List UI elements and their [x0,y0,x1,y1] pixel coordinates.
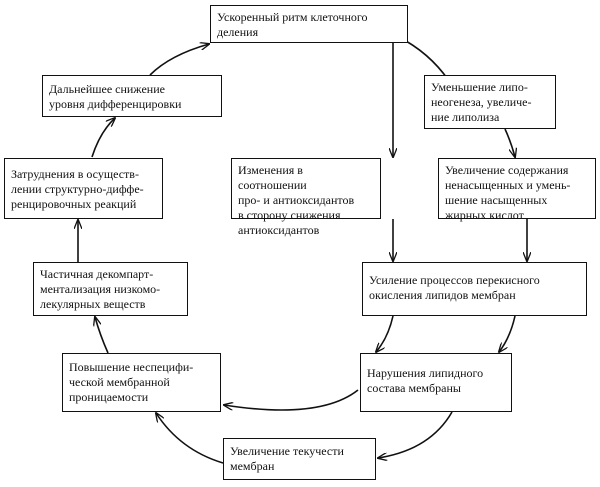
node-partial-decompartment: Частичная декомпарт- ментализация низком… [33,262,188,316]
node-unsaturated-increase: Увеличение содержания ненасыщенных и уме… [438,158,596,222]
arrow-permeability-to-decompartment [95,317,109,354]
node-permeability: Повышение неспецифи- ческой мембранной п… [62,353,221,412]
node-antioxidant-shift: Изменения в соотношении про- и антиоксид… [231,158,381,237]
arrow-peroxidation-to-lipid-2 [499,315,516,352]
node-lipogenesis-decrease: Уменьшение липо- неогенеза, увеличе- ние… [424,75,556,129]
arrow-peroxidation-to-lipid-1 [376,315,394,352]
arrow-lipid-to-fluidity [378,411,453,458]
node-accelerated-division: Ускоренный ритм клеточного деления [210,5,408,43]
node-fluidity: Увеличение текучести мембран [223,438,376,480]
node-further-decrease: Дальнейшее снижение уровня дифференциров… [42,75,222,117]
arrow-fluidity-to-permeability [156,413,224,464]
node-lipid-disorder: Нарушения липидного состава мембраны [360,353,512,412]
arrow-lipid-to-permeability [224,389,359,411]
arrow-further-to-division [149,44,209,76]
node-peroxidation: Усиление процессов перекисного окисления… [362,262,587,316]
node-difficulties: Затруднения в осуществ- лении структурно… [4,158,163,219]
arrow-lipogenesis-to-unsaturated [504,128,515,157]
arrow-difficulties-to-further [91,118,115,158]
